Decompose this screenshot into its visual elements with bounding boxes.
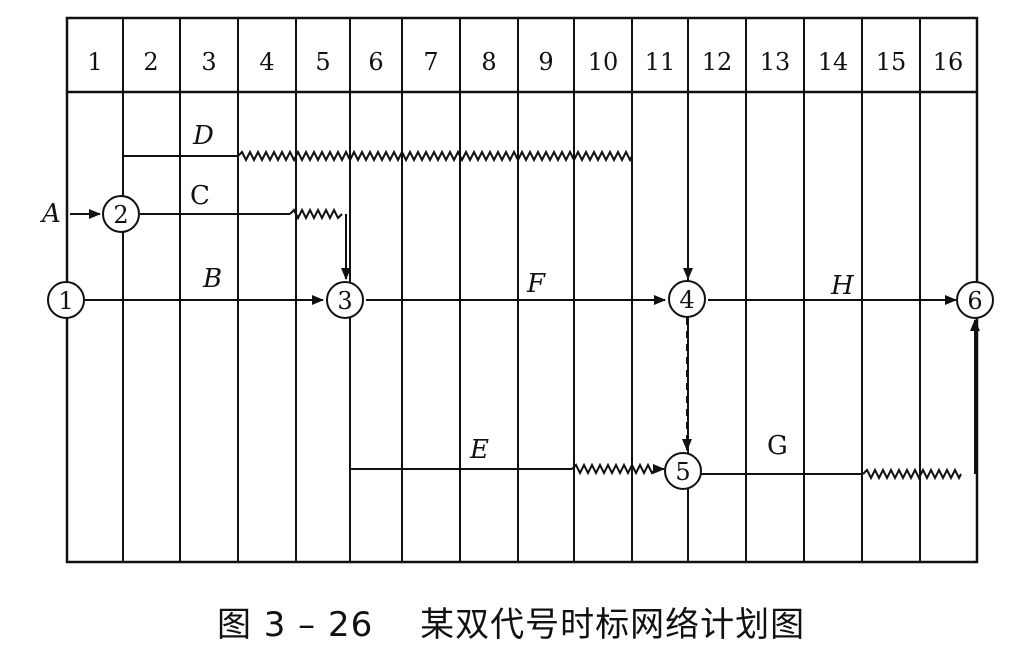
time-scale-label: 10 [588, 48, 619, 76]
activity-f-label: F [526, 269, 546, 299]
time-scaled-network-diagram: 1 2 3 4 5 6 7 8 9 10 11 12 13 14 15 16 [40, 16, 994, 564]
network-nodes: 1 2 3 4 5 6 [47, 195, 994, 490]
time-scale-label: 9 [538, 48, 553, 76]
activity-e-free-float [571, 462, 657, 476]
node-3-label: 3 [337, 287, 352, 315]
time-scale-label: 13 [760, 48, 791, 76]
activity-e-arrow [349, 319, 572, 470]
node-5-label: 5 [675, 458, 690, 486]
time-scale-label: 3 [201, 48, 216, 76]
node-6: 6 [956, 281, 994, 319]
activity-labels: A B C D E F G H [40, 121, 855, 465]
activity-g-label: G [767, 431, 788, 461]
time-scale-label: 8 [481, 48, 496, 76]
activity-e-label: E [469, 435, 489, 465]
activity-d-label: D [192, 121, 214, 151]
activity-b-label: B [202, 264, 222, 294]
activity-c-free-float [289, 207, 343, 221]
node-1-label: 1 [58, 287, 73, 315]
node-3: 3 [326, 281, 364, 319]
time-scale-label: 12 [702, 48, 733, 76]
time-scale-label: 5 [315, 48, 330, 76]
time-scale-label: 4 [259, 48, 274, 76]
time-scale-label: 15 [876, 48, 907, 76]
node-4: 4 [668, 280, 706, 318]
time-scale: 1 2 3 4 5 6 7 8 9 10 11 12 13 14 15 16 [87, 48, 963, 76]
activity-g-free-float [862, 467, 962, 481]
time-scale-label: 7 [423, 48, 438, 76]
column-dividers [122, 18, 921, 562]
time-scale-label: 11 [645, 48, 676, 76]
activity-d-arrow [122, 155, 238, 196]
activity-a-label: A [40, 199, 61, 229]
activity-arrows [70, 149, 980, 481]
figure-caption: 图 3 – 26 某双代号时标网络计划图 [216, 605, 806, 645]
node-6-label: 6 [967, 287, 982, 315]
node-4-label: 4 [679, 286, 694, 314]
time-scale-label: 16 [933, 48, 964, 76]
time-scale-label: 1 [87, 48, 102, 76]
activity-h-label: H [830, 271, 855, 301]
time-scale-label: 6 [368, 48, 383, 76]
activity-d-free-float [237, 149, 633, 163]
node-2-label: 2 [113, 201, 128, 229]
node-5: 5 [664, 452, 702, 490]
time-scale-label: 14 [818, 48, 849, 76]
activity-c-label: C [190, 181, 210, 211]
node-2: 2 [102, 195, 140, 233]
node-1: 1 [47, 281, 85, 319]
time-scale-label: 2 [143, 48, 158, 76]
